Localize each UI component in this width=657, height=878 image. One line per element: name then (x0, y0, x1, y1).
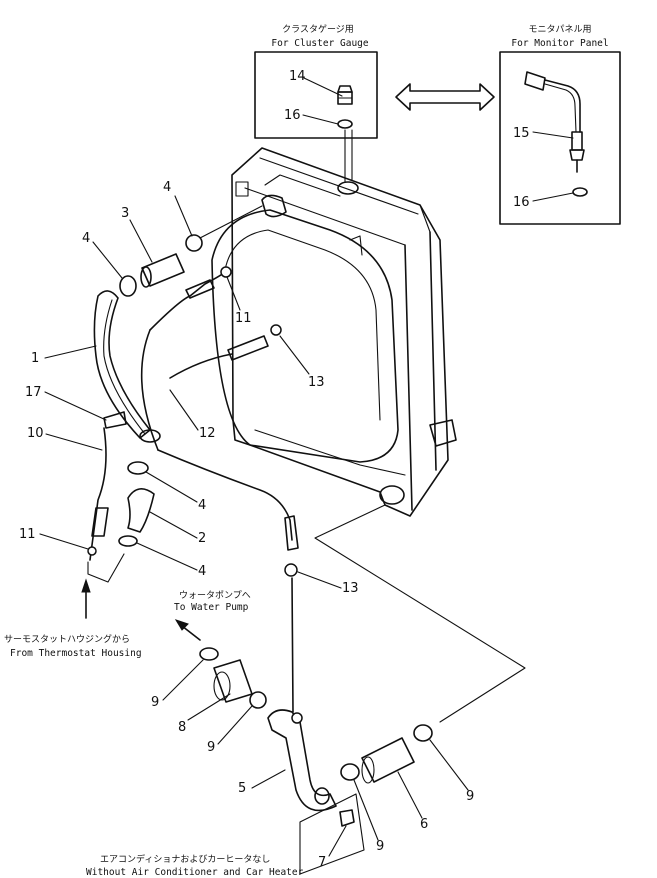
filler-neck (337, 181, 359, 195)
callout-13-upper: 13 (308, 375, 325, 390)
callout-9-c: 9 (376, 839, 384, 854)
thermostat-arrow-head (81, 578, 91, 593)
callout-2: 2 (198, 531, 206, 546)
water-pump-arrow-head (174, 619, 189, 631)
callout-16-monitor: 16 (513, 195, 530, 210)
connector-part-11-upper (220, 266, 232, 278)
double-arrow (395, 83, 495, 111)
cluster-gauge-title-jp: クラスタゲージ用 (282, 23, 354, 35)
hose-part-6-end (361, 756, 375, 784)
connector-part-11-lower (87, 546, 97, 556)
clamp-part-9-d (413, 724, 433, 742)
no-aircon-note-en: Without Air Conditioner and Car Heater (86, 867, 304, 878)
callout-9-d: 9 (466, 789, 474, 804)
callout-12: 12 (199, 426, 216, 441)
connector-part-13-upper (270, 324, 282, 336)
callout-numbers: 14 16 15 16 4 3 4 1 11 13 17 10 12 4 2 4… (19, 69, 530, 870)
gasket-part-16-cluster (337, 119, 353, 129)
gasket-part-16-monitor (572, 187, 588, 197)
callout-6: 6 (420, 817, 428, 832)
sleeve-upper (185, 279, 215, 299)
callout-11-upper: 11 (235, 311, 252, 326)
callout-9-b: 9 (207, 740, 215, 755)
hose-part-8-end (213, 671, 231, 701)
callout-14: 14 (289, 69, 306, 84)
pipe-part-5 (267, 709, 337, 812)
hose-part-3 (140, 253, 185, 288)
monitor-panel-inset: モニタパネル用 For Monitor Panel (499, 24, 621, 225)
hose-part-8 (213, 659, 253, 703)
clamp-part-4-left (119, 275, 137, 297)
cluster-gauge-inset: クラスタゲージ用 For Cluster Gauge (254, 23, 378, 139)
callout-11-lower: 11 (19, 527, 36, 542)
hose-part-6 (361, 737, 415, 783)
water-pump-arrow-shaft (181, 625, 201, 641)
monitor-panel-title-en: For Monitor Panel (511, 38, 608, 49)
sleeve-middle (227, 335, 269, 361)
sleeve-pipe-10 (91, 507, 109, 537)
cluster-gauge-title-en: For Cluster Gauge (271, 38, 369, 49)
callout-13-lower: 13 (342, 581, 359, 596)
clamp-part-9-c (340, 763, 360, 781)
gauge-sensor-part-14 (337, 85, 353, 105)
thermostat-note-en: From Thermostat Housing (10, 648, 142, 659)
monitor-panel-box (499, 51, 621, 225)
callout-3: 3 (121, 206, 129, 221)
clamp-part-4-lower2 (118, 535, 138, 547)
connector-part-13-lower (284, 563, 298, 577)
no-aircon-note-jp: エアコンディショナおよびカーヒータなし (100, 853, 270, 865)
callout-5: 5 (238, 781, 246, 796)
callout-1: 1 (31, 351, 39, 366)
clamp-part-4-lower1 (127, 461, 149, 475)
callout-8: 8 (178, 720, 186, 735)
sensor-part-15 (524, 71, 585, 173)
tube-vertical (291, 577, 294, 713)
clamp-part-17 (103, 411, 127, 429)
callout-17: 17 (25, 385, 42, 400)
clamp-part-9-b (249, 691, 267, 709)
plug-part-7 (339, 809, 355, 827)
pipe-part-10 (89, 427, 107, 561)
callout-4-left: 4 (82, 231, 90, 246)
clamp-part-4-right (185, 234, 203, 252)
callout-4-mid: 4 (198, 498, 206, 513)
hose-part-2 (127, 488, 155, 533)
no-aircon-frame (299, 793, 365, 875)
callout-15: 15 (513, 126, 530, 141)
thermostat-note-jp: サーモスタットハウジングから (4, 633, 130, 645)
water-pump-note-en: To Water Pump (174, 602, 249, 613)
water-pump-note-jp: ウォータポンプへ (179, 590, 251, 601)
route-line (314, 504, 526, 723)
water-pipe-part-1 (93, 290, 151, 439)
tube-part-12-top (149, 269, 229, 331)
clamp-upper-pipe-bottom (139, 429, 161, 443)
thermostat-bracket (87, 553, 125, 583)
callout-4-top: 4 (163, 180, 171, 195)
monitor-panel-title-jp: モニタパネル用 (528, 24, 591, 35)
radiator-assembly (211, 129, 457, 517)
clamp-part-9-a (199, 647, 219, 661)
radiator-outlet (379, 485, 405, 505)
cluster-gauge-box (254, 51, 378, 139)
tube-part-12-loop (140, 329, 159, 451)
callout-9-a: 9 (151, 695, 159, 710)
callout-10: 10 (27, 426, 44, 441)
leader-lines (39, 77, 574, 857)
callout-16-cluster: 16 (284, 108, 301, 123)
tube-part-12-branch (169, 353, 233, 379)
sleeve-lower (284, 515, 299, 551)
callout-7: 7 (318, 855, 326, 870)
tube-part-12-bottom (157, 449, 293, 541)
callout-4-low: 4 (198, 564, 206, 579)
annotations: ウォータポンプへ To Water Pump サーモスタットハウジングから Fr… (4, 590, 304, 878)
